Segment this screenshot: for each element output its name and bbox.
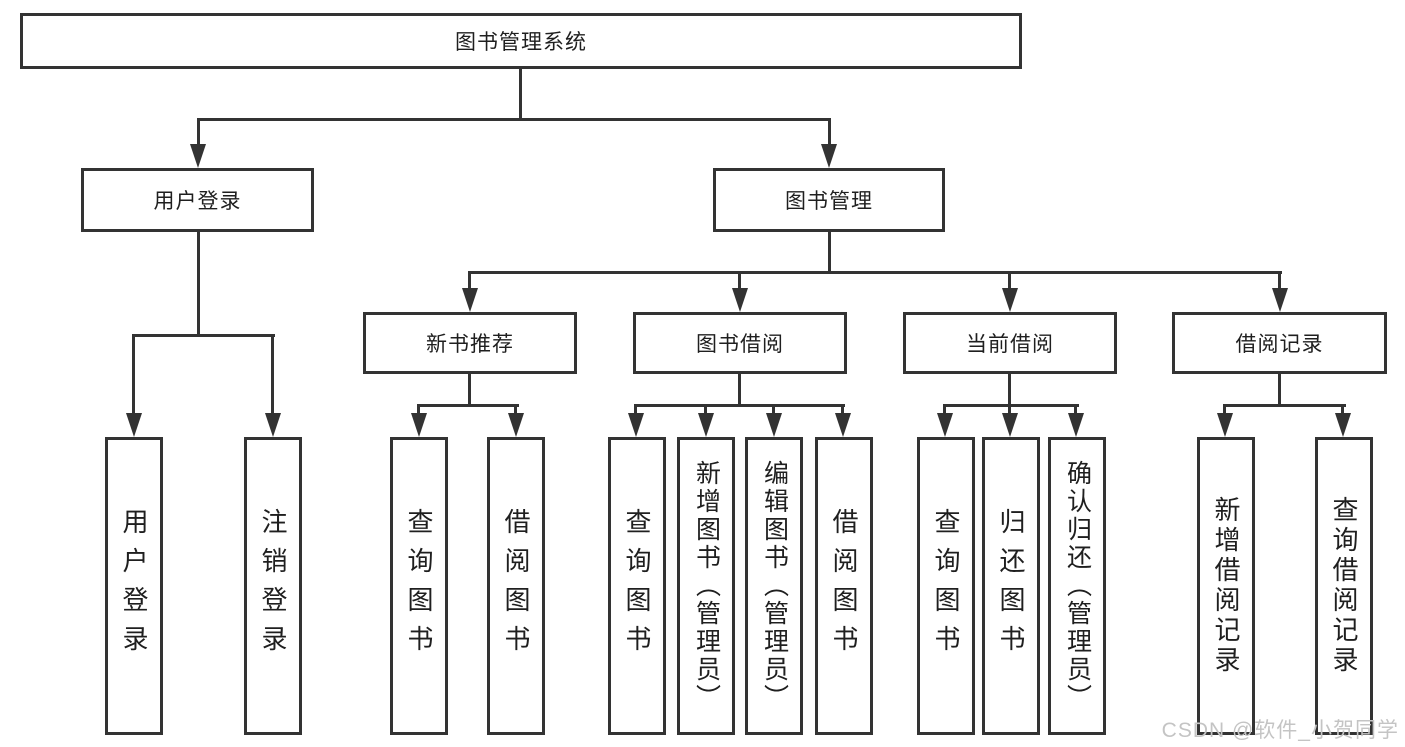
node-label: 查询图书: [622, 508, 652, 664]
node-current-borrowing: 当前借阅: [903, 312, 1117, 374]
edge-borrowing-stem: [738, 374, 741, 406]
edge-borrowing-rail: [634, 404, 845, 407]
node-label: 新增借阅记录: [1211, 496, 1241, 676]
arrow-down-icon: [1068, 413, 1084, 437]
edge-user-login-rail: [133, 334, 275, 337]
edge-drop-leaf: [1074, 404, 1077, 416]
edge-drop-user-login: [197, 118, 200, 146]
node-label: 归还图书: [996, 508, 1026, 664]
arrow-down-icon: [698, 413, 714, 437]
arrow-down-icon: [1335, 413, 1351, 437]
arrow-down-icon: [1217, 413, 1233, 437]
arrow-down-icon: [1272, 288, 1288, 312]
edge-drop-leaf: [514, 404, 517, 416]
node-label: 新增图书（管理员）: [692, 460, 721, 712]
edge-drop-leaf: [1223, 404, 1226, 416]
edge-drop-leaf: [1008, 404, 1011, 416]
edge-drop-leaf: [943, 404, 946, 416]
arrow-down-icon: [821, 144, 837, 168]
node-new-book-recommend: 新书推荐: [363, 312, 577, 374]
node-label: 用户登录: [119, 508, 149, 664]
node-user-login: 用户登录: [81, 168, 314, 232]
node-library-management-system: 图书管理系统: [20, 13, 1022, 69]
edge-records-stem: [1278, 374, 1281, 406]
edge-current-stem: [1008, 374, 1011, 406]
arrow-down-icon: [835, 413, 851, 437]
node-label: 查询借阅记录: [1329, 496, 1359, 676]
arrow-down-icon: [1002, 413, 1018, 437]
node-label: 新书推荐: [426, 333, 514, 356]
node-book-borrowing: 图书借阅: [633, 312, 847, 374]
leaf-query-books-current: 查询图书: [917, 437, 975, 735]
arrow-down-icon: [508, 413, 524, 437]
leaf-edit-books-admin: 编辑图书（管理员）: [745, 437, 803, 735]
node-label: 图书管理系统: [455, 31, 587, 54]
watermark: CSDN @软件_小贺同学: [1161, 719, 1399, 742]
node-label: 借阅记录: [1235, 333, 1324, 356]
edge-drop-leaf: [417, 404, 420, 416]
edge-drop-l3: [1278, 271, 1281, 291]
arrow-down-icon: [732, 288, 748, 312]
leaf-add-books-admin: 新增图书（管理员）: [677, 437, 735, 735]
edge-drop-l3: [468, 271, 471, 291]
edge-records-rail: [1223, 404, 1346, 407]
arrow-down-icon: [766, 413, 782, 437]
node-label: 图书管理: [785, 190, 873, 213]
edge-drop-leaf: [132, 334, 135, 416]
edge-recommend-stem: [468, 374, 471, 406]
node-label: 编辑图书（管理员）: [760, 460, 789, 712]
node-label: 用户登录: [153, 190, 242, 213]
edge-book-management-rail: [469, 271, 1282, 274]
node-label: 确认归还（管理员）: [1063, 460, 1092, 712]
edge-drop-leaf: [1341, 404, 1344, 416]
edge-root-stem: [519, 69, 522, 120]
leaf-borrow-books: 借阅图书: [815, 437, 873, 735]
node-label: 借阅图书: [501, 508, 531, 664]
leaf-borrow-books-recommend: 借阅图书: [487, 437, 545, 735]
node-label: 查询图书: [931, 508, 961, 664]
node-label: 借阅图书: [829, 508, 859, 664]
edge-drop-book-management: [828, 118, 831, 146]
arrow-down-icon: [265, 413, 281, 437]
edge-drop-l3: [738, 271, 741, 291]
node-label: 查询图书: [404, 508, 434, 664]
node-label: 图书借阅: [696, 333, 784, 356]
leaf-logout: 注销登录: [244, 437, 302, 735]
leaf-query-books-recommend: 查询图书: [390, 437, 448, 735]
node-label: 当前借阅: [966, 333, 1054, 356]
leaf-user-login: 用户登录: [105, 437, 163, 735]
node-borrowing-records: 借阅记录: [1172, 312, 1387, 374]
edge-user-login-stem: [197, 232, 200, 336]
leaf-query-borrow-record: 查询借阅记录: [1315, 437, 1373, 735]
edge-drop-leaf: [704, 404, 707, 416]
node-book-management: 图书管理: [713, 168, 945, 232]
edge-drop-leaf: [841, 404, 844, 416]
node-label: 注销登录: [258, 508, 288, 664]
arrow-down-icon: [462, 288, 478, 312]
edge-drop-leaf: [271, 334, 274, 416]
arrow-down-icon: [937, 413, 953, 437]
leaf-query-books-borrowing: 查询图书: [608, 437, 666, 735]
leaf-return-books: 归还图书: [982, 437, 1040, 735]
arrow-down-icon: [411, 413, 427, 437]
arrow-down-icon: [190, 144, 206, 168]
edge-recommend-rail: [417, 404, 519, 407]
edge-drop-l3: [1008, 271, 1011, 291]
edge-drop-leaf: [634, 404, 637, 416]
edge-drop-leaf: [772, 404, 775, 416]
arrow-down-icon: [126, 413, 142, 437]
leaf-add-borrow-record: 新增借阅记录: [1197, 437, 1255, 735]
edge-current-rail: [943, 404, 1079, 407]
leaf-confirm-return-admin: 确认归还（管理员）: [1048, 437, 1106, 735]
edge-book-management-stem: [828, 232, 831, 274]
arrow-down-icon: [628, 413, 644, 437]
arrow-down-icon: [1002, 288, 1018, 312]
edge-root-rail: [197, 118, 830, 121]
